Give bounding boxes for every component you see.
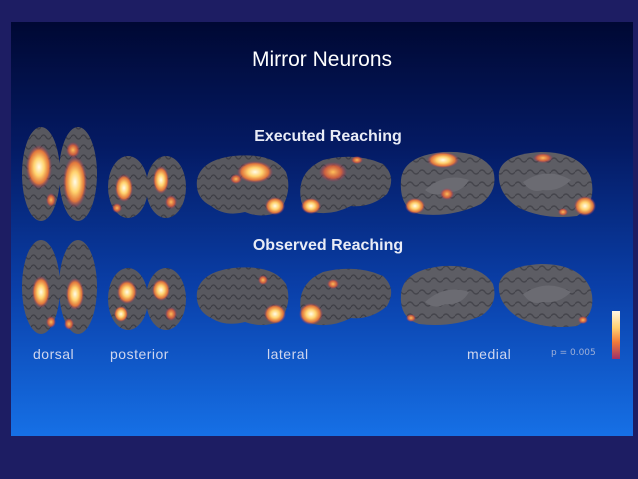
executed-medial-left-brain: [400, 151, 495, 215]
observed-lateral-right-brain: [299, 268, 392, 326]
threshold-label: p = 0.005: [551, 348, 596, 358]
label-posterior: posterior: [110, 346, 169, 362]
label-dorsal: dorsal: [33, 346, 75, 362]
slide: Mirror Neurons Executed Reaching Observe…: [11, 22, 633, 436]
observed-reaching-heading: Observed Reaching: [252, 237, 404, 254]
executed-dorsal-brain: [22, 127, 97, 221]
observed-medial-right-brain: [498, 264, 593, 327]
executed-posterior-brain: [108, 156, 186, 218]
executed-lateral-left-brain: [196, 155, 289, 216]
brain-figure: [22, 127, 596, 334]
executed-medial-right-brain: [498, 152, 596, 217]
executed-reaching-heading: Executed Reaching: [254, 128, 402, 145]
observed-posterior-brain: [108, 268, 186, 330]
executed-lateral-right-brain: [300, 156, 392, 214]
slide-title: Mirror Neurons: [251, 48, 393, 71]
label-medial: medial: [467, 346, 512, 362]
observed-medial-left-brain: [400, 265, 495, 325]
observed-dorsal-brain: [22, 240, 97, 334]
activation-colorbar: [612, 311, 620, 359]
observed-lateral-left-brain: [196, 267, 289, 325]
label-lateral: lateral: [267, 346, 309, 362]
